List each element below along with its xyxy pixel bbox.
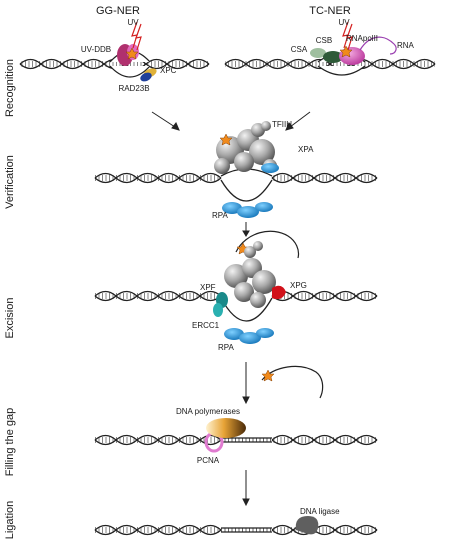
rpa-protein (224, 328, 274, 344)
dna-duplex-verification (94, 168, 378, 202)
csb-protein (323, 51, 343, 63)
tfiih-complex (224, 241, 276, 308)
label-rpa-verification: RPA (212, 211, 229, 220)
rna-strand (359, 36, 397, 55)
label-xpg: XPG (290, 281, 307, 290)
stage-label-verification: Verification (4, 155, 16, 209)
flow-arrow (242, 362, 250, 405)
rpa-protein (222, 202, 273, 218)
dna-duplex-ligation (94, 524, 378, 536)
stage-label-ligation: Ligation (4, 501, 16, 540)
label-xpf: XPF (200, 283, 216, 292)
excised-oligo-top (235, 230, 300, 259)
label-uv-right: UV (338, 18, 350, 27)
label-rnapolii: RNApolII (346, 34, 378, 43)
flow-arrow (242, 222, 250, 237)
lesion-star-icon (219, 133, 233, 146)
uv-bolt-left-icon (131, 21, 142, 51)
dna-duplex-excision (94, 290, 378, 322)
lesion-star-icon (339, 45, 353, 58)
xpg-protein (272, 285, 286, 300)
csa-protein (310, 48, 326, 58)
label-csa: CSA (291, 45, 308, 54)
label-tfiih: TFIIH (272, 120, 292, 129)
flow-arrow (242, 470, 250, 507)
stage-label-recognition: Recognition (4, 59, 16, 117)
label-rad23b: RAD23B (118, 84, 149, 93)
label-xpa: XPA (298, 145, 314, 154)
stage-label-filling-the-gap: Filling the gap (4, 408, 16, 477)
ercc1-protein (213, 303, 223, 317)
lesion-star-icon (261, 369, 275, 382)
dna-polymerase-protein (206, 418, 246, 438)
dna-duplex-filling (94, 434, 378, 446)
label-uv-left: UV (127, 18, 139, 27)
label-rpa-excision: RPA (218, 343, 235, 352)
dna-ligase-protein (295, 516, 319, 535)
label-dna-polymerases: DNA polymerases (176, 407, 240, 416)
label-dna-ligase: DNA ligase (300, 507, 340, 516)
label-xpc: XPC (160, 66, 177, 75)
label-uv-ddb: UV-DDB (81, 45, 111, 54)
stage-label-excision: Excision (4, 298, 16, 339)
lesion-star-icon (125, 47, 139, 60)
flow-arrow (151, 111, 311, 131)
excised-oligo (261, 365, 324, 399)
xpa-protein (261, 163, 279, 173)
column-header-tc-ner: TC-NER (309, 5, 351, 17)
column-header-gg-ner: GG-NER (96, 5, 140, 17)
label-ercc1: ERCC1 (192, 321, 220, 330)
dna-duplex-gg-ner (19, 50, 210, 78)
label-csb: CSB (316, 36, 332, 45)
label-pcna: PCNA (197, 456, 220, 465)
label-rna: RNA (397, 41, 415, 50)
uv-bolt-right-icon (342, 21, 353, 51)
rad23b-protein (140, 72, 152, 82)
